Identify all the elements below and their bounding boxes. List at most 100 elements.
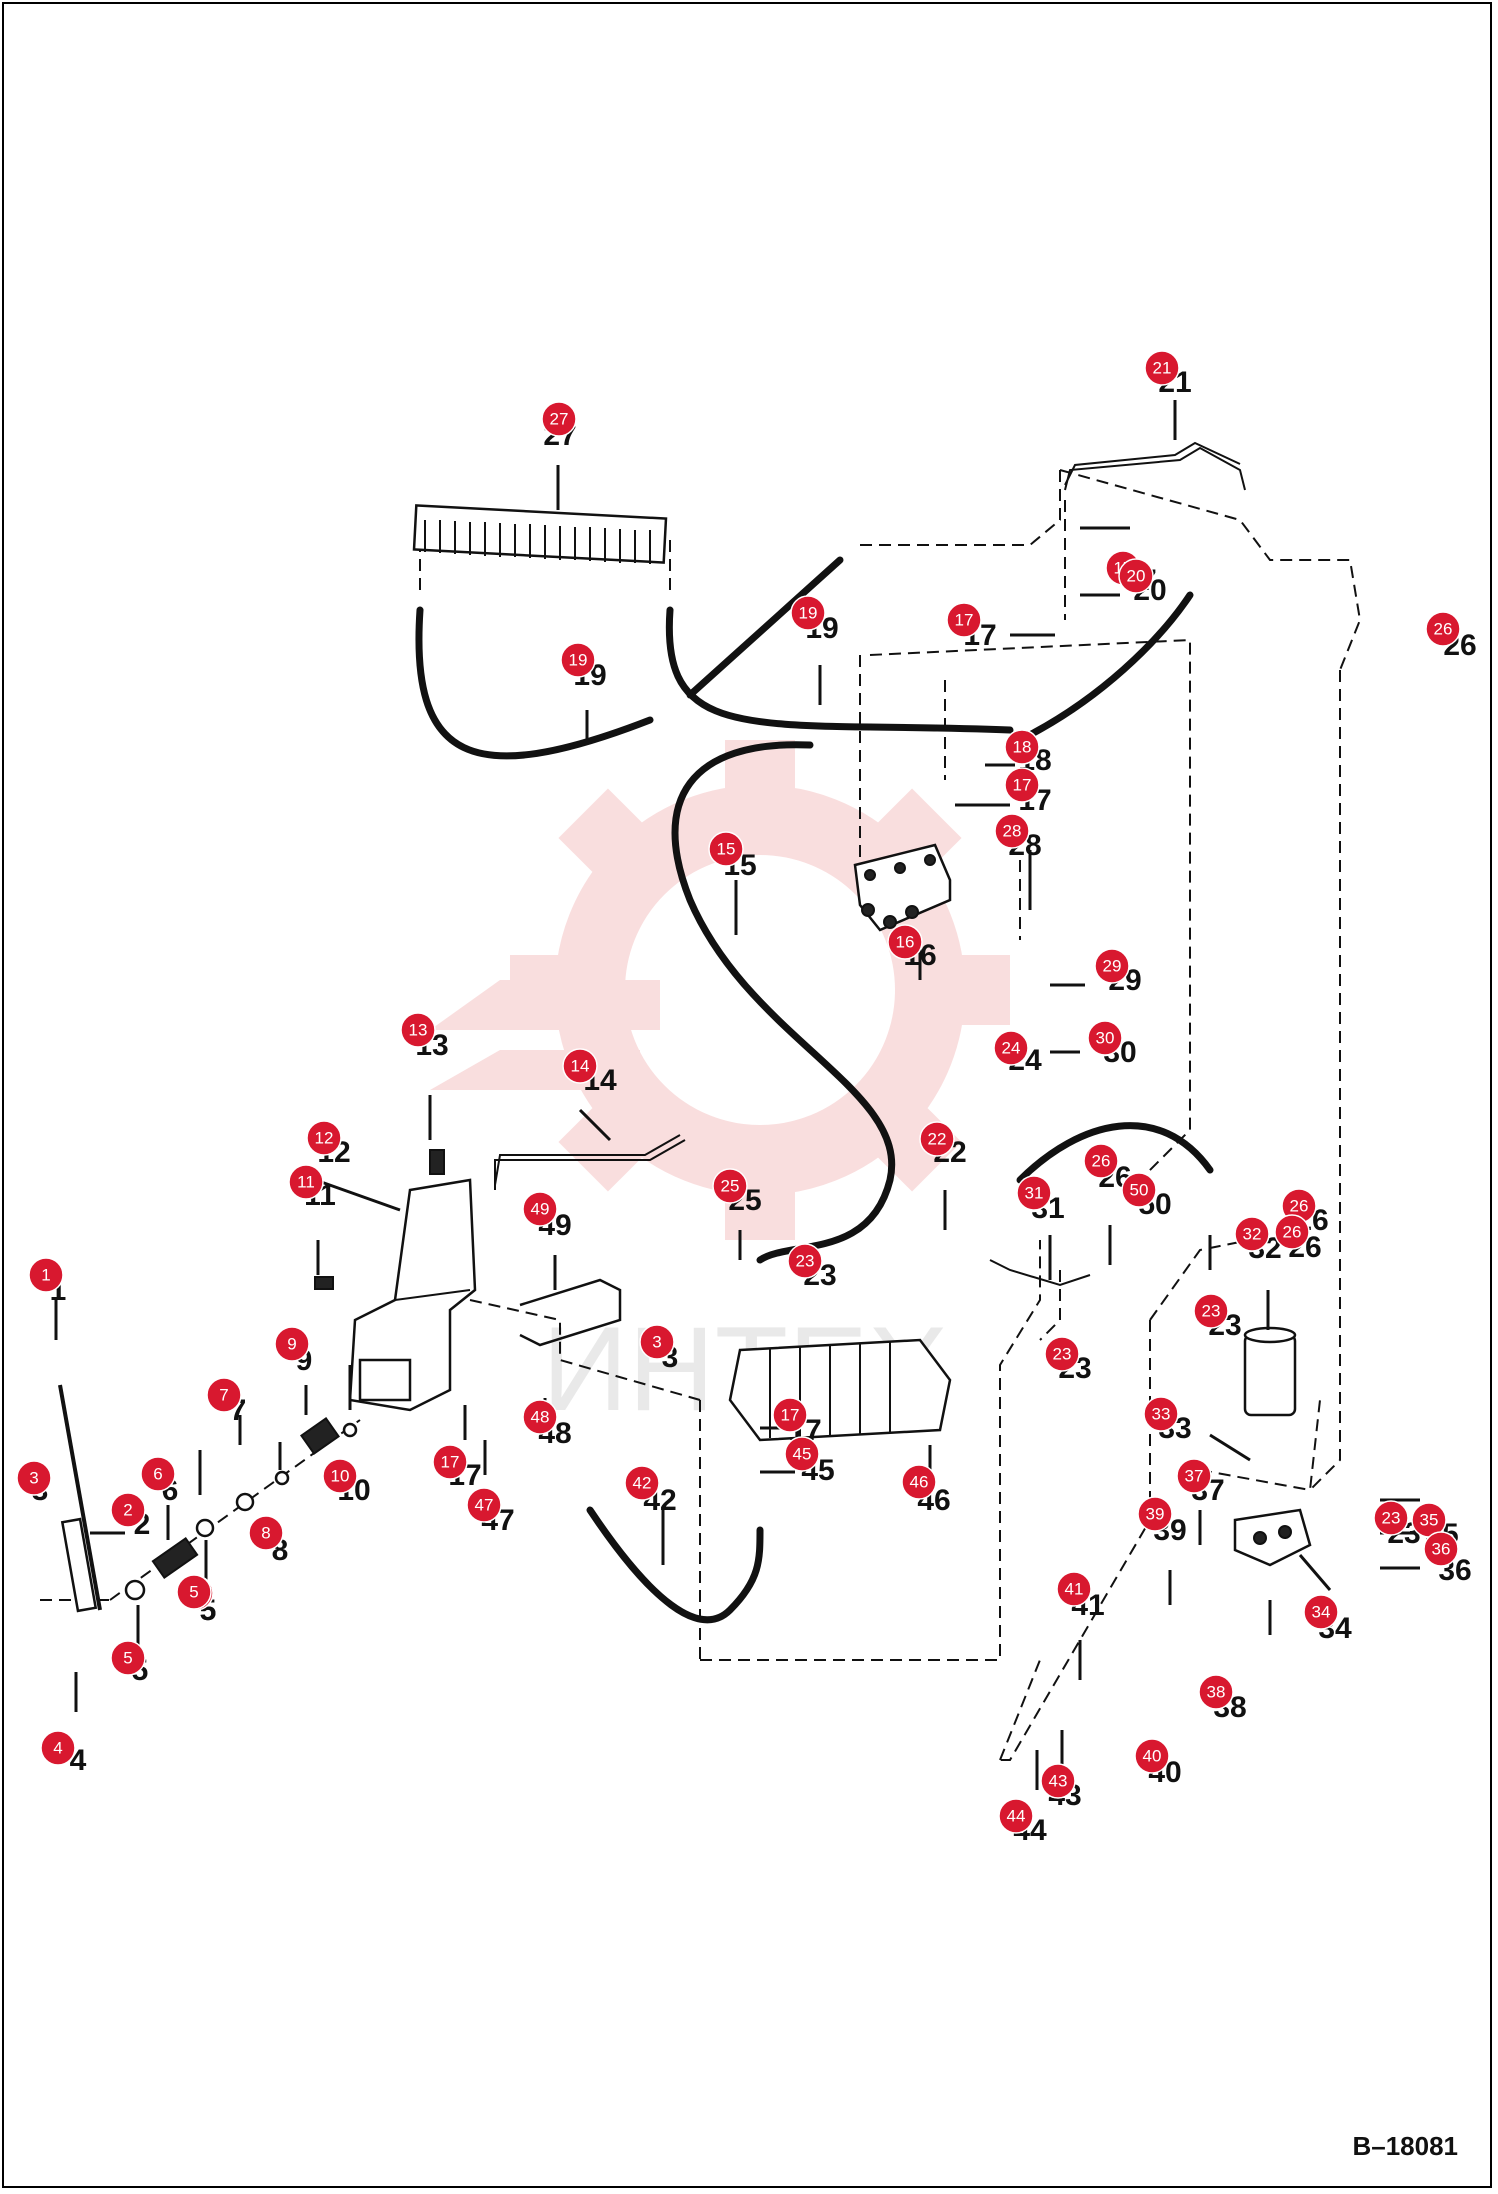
callout-circle[interactable] [1040,1763,1076,1799]
callout-circle[interactable] [110,1492,146,1528]
callout-21[interactable]: 21 [1144,350,1180,386]
callout-38[interactable]: 38 [1198,1674,1234,1710]
callout-circle[interactable] [1087,1020,1123,1056]
callout-40[interactable]: 40 [1134,1738,1170,1774]
callout-29[interactable]: 29 [1094,948,1130,984]
callout-circle[interactable] [176,1574,212,1610]
callout-8[interactable]: 8 [248,1515,284,1551]
callout-circle[interactable] [946,602,982,638]
callout-circle[interactable] [1193,1293,1229,1329]
callout-circle[interactable] [784,1436,820,1472]
callout-9[interactable]: 9 [274,1326,310,1362]
callout-22[interactable]: 22 [919,1121,955,1157]
callout-circle[interactable] [1176,1458,1212,1494]
callout-46[interactable]: 46 [901,1464,937,1500]
callout-26[interactable]: 26 [1083,1143,1119,1179]
callout-4[interactable]: 4 [40,1730,76,1766]
callout-circle[interactable] [1056,1571,1092,1607]
callout-3[interactable]: 3 [639,1324,675,1360]
callout-circle[interactable] [1423,1531,1459,1567]
callout-circle[interactable] [1143,1396,1179,1432]
callout-circle[interactable] [998,1798,1034,1834]
callout-5[interactable]: 5 [110,1640,146,1676]
callout-circle[interactable] [432,1444,468,1480]
callout-23[interactable]: 23 [1373,1500,1409,1536]
callout-31[interactable]: 31 [1016,1175,1052,1211]
callout-23[interactable]: 23 [787,1243,823,1279]
callout-circle[interactable] [1303,1594,1339,1630]
callout-19[interactable]: 19 [560,642,596,678]
callout-6[interactable]: 6 [140,1456,176,1492]
callout-circle[interactable] [1016,1175,1052,1211]
callout-circle[interactable] [993,1030,1029,1066]
callout-26[interactable]: 26 [1274,1214,1310,1250]
callout-circle[interactable] [772,1397,808,1433]
callout-28[interactable]: 28 [994,813,1030,849]
callout-circle[interactable] [790,595,826,631]
callout-23[interactable]: 23 [1193,1293,1229,1329]
callout-circle[interactable] [624,1465,660,1501]
callout-circle[interactable] [712,1168,748,1204]
callout-27[interactable]: 27 [541,401,577,437]
callout-circle[interactable] [1144,350,1180,386]
callout-circle[interactable] [522,1399,558,1435]
callout-35[interactable]: 35 [1411,1502,1447,1538]
callout-circle[interactable] [400,1012,436,1048]
callout-circle[interactable] [274,1326,310,1362]
callout-circle[interactable] [901,1464,937,1500]
callout-41[interactable]: 41 [1056,1571,1092,1607]
callout-26[interactable]: 26 [1425,611,1461,647]
callout-44[interactable]: 44 [998,1798,1034,1834]
callout-17[interactable]: 17 [946,602,982,638]
callout-circle[interactable] [1137,1496,1173,1532]
callout-42[interactable]: 42 [624,1465,660,1501]
callout-32[interactable]: 32 [1234,1216,1270,1252]
callout-circle[interactable] [1274,1214,1310,1250]
callout-30[interactable]: 30 [1087,1020,1123,1056]
callout-circle[interactable] [306,1120,342,1156]
callout-13[interactable]: 13 [400,1012,436,1048]
callout-5[interactable]: 5 [176,1574,212,1610]
callout-circle[interactable] [1373,1500,1409,1536]
callout-circle[interactable] [322,1458,358,1494]
callout-circle[interactable] [887,924,923,960]
callout-25[interactable]: 25 [712,1168,748,1204]
callout-circle[interactable] [110,1640,146,1676]
callout-24[interactable]: 24 [993,1030,1029,1066]
callout-circle[interactable] [541,401,577,437]
callout-circle[interactable] [28,1257,64,1293]
callout-50[interactable]: 50 [1121,1172,1157,1208]
callout-1[interactable]: 1 [28,1257,64,1293]
callout-3[interactable]: 3 [16,1460,52,1496]
callout-17[interactable]: 17 [432,1444,468,1480]
callout-circle[interactable] [1094,948,1130,984]
callout-12[interactable]: 12 [306,1120,342,1156]
callout-circle[interactable] [16,1460,52,1496]
callout-circle[interactable] [1198,1674,1234,1710]
callout-23[interactable]: 23 [1044,1336,1080,1372]
callout-17[interactable]: 17 [772,1397,808,1433]
callout-33[interactable]: 33 [1143,1396,1179,1432]
callout-36[interactable]: 36 [1423,1531,1459,1567]
callout-circle[interactable] [560,642,596,678]
callout-circle[interactable] [40,1730,76,1766]
callout-14[interactable]: 14 [562,1048,598,1084]
callout-circle[interactable] [1121,1172,1157,1208]
callout-37[interactable]: 37 [1176,1458,1212,1494]
callout-19[interactable]: 19 [790,595,826,631]
callout-34[interactable]: 34 [1303,1594,1339,1630]
callout-circle[interactable] [1134,1738,1170,1774]
callout-circle[interactable] [1044,1336,1080,1372]
callout-18[interactable]: 18 [1004,729,1040,765]
callout-circle[interactable] [1118,558,1154,594]
callout-circle[interactable] [1425,611,1461,647]
callout-20[interactable]: 20 [1118,558,1154,594]
callout-47[interactable]: 47 [466,1487,502,1523]
callout-circle[interactable] [787,1243,823,1279]
callout-circle[interactable] [522,1191,558,1227]
callout-circle[interactable] [288,1164,324,1200]
callout-circle[interactable] [708,831,744,867]
callout-43[interactable]: 43 [1040,1763,1076,1799]
callout-15[interactable]: 15 [708,831,744,867]
callout-2[interactable]: 2 [110,1492,146,1528]
